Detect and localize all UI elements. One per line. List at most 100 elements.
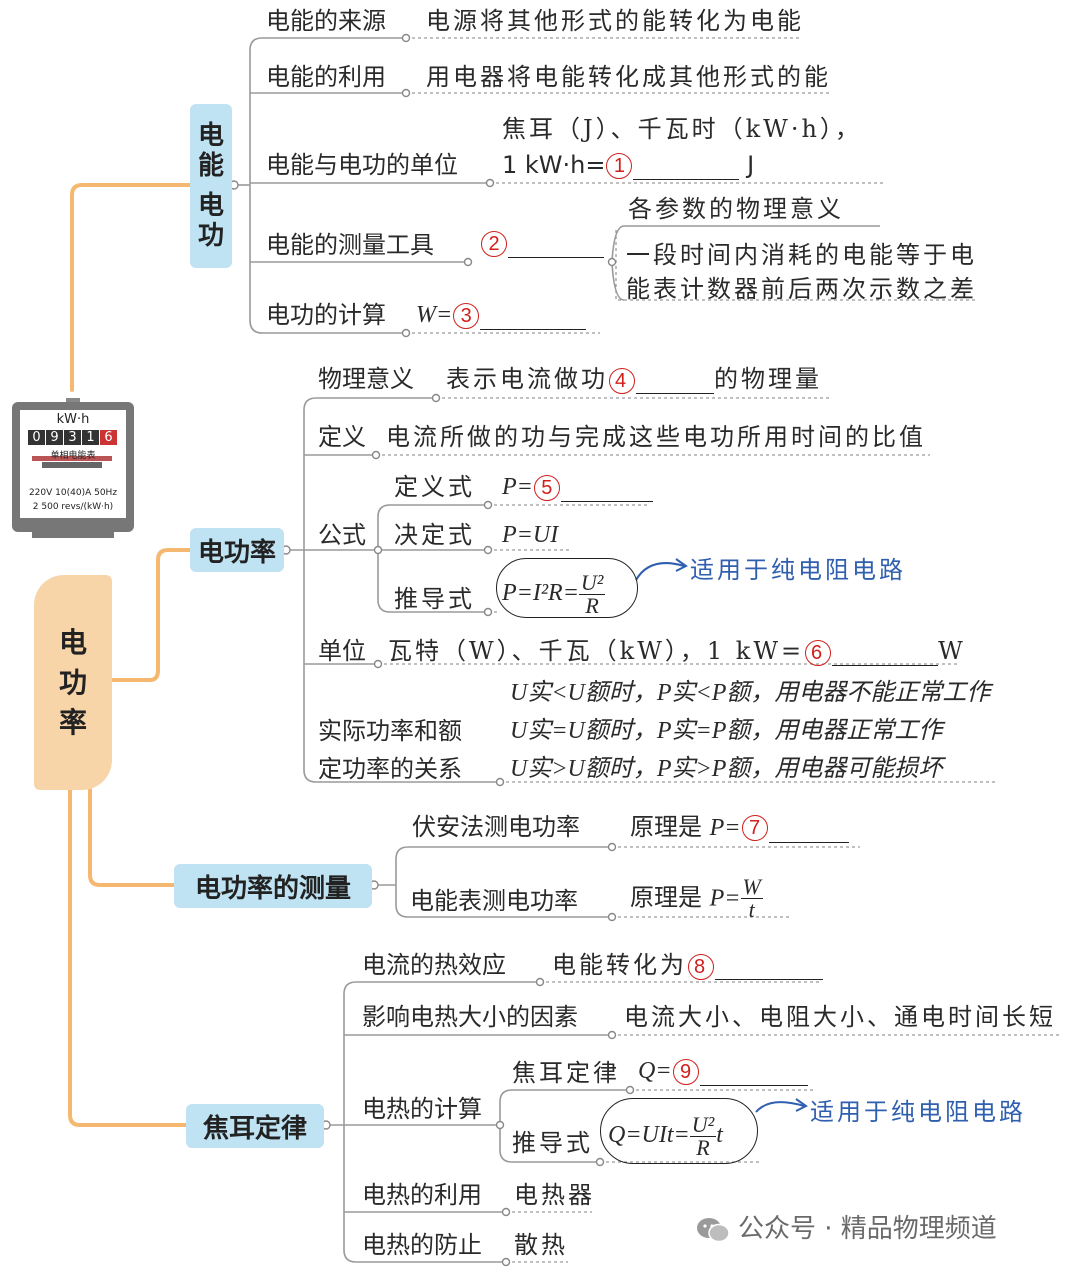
- tool-meaning-1: 一段时间内消耗的电能等于电: [626, 241, 977, 269]
- formula-3-oval: [496, 558, 638, 618]
- heat-derived-oval: [600, 1098, 758, 1164]
- heat-derived-tail: t: [716, 1122, 723, 1149]
- fraction-numerator: U²: [578, 570, 606, 595]
- energy-use-label: 电能的利用: [266, 63, 386, 91]
- blank-number-5: 5: [533, 475, 560, 502]
- meter-digit: 1: [82, 430, 99, 445]
- answer-blank: [636, 371, 714, 394]
- branch-node-energy-work: 电 能 电 功: [190, 104, 232, 268]
- formula-2-label: 决定式: [394, 521, 475, 549]
- blank-number-1: 1: [606, 153, 633, 179]
- formula-3-label: 推导式: [394, 585, 475, 613]
- tool-meaning-title: 各参数的物理意义: [628, 195, 844, 223]
- heat-use-label: 电热的利用: [362, 1181, 482, 1209]
- unit-label: 电能与电功的单位: [266, 151, 458, 179]
- unit-line-2a: 1 kW·h=: [502, 151, 606, 179]
- heat-effect-label: 电流的热效应: [362, 951, 506, 979]
- relation-2: U实=U额时，P实=P额，用电器正常工作: [510, 718, 943, 744]
- power-unit-b: W: [938, 637, 966, 665]
- meter-digit: 3: [64, 430, 81, 445]
- heat-effect-a: 电能转化为: [552, 951, 687, 979]
- formula-label: 公式: [318, 521, 366, 549]
- heat-use-value: 电热器: [514, 1181, 595, 1209]
- heat-calc-label: 电热的计算: [362, 1095, 482, 1123]
- fraction-denominator: t: [748, 897, 755, 922]
- work-calc-expr: W=: [416, 302, 453, 328]
- blank-number-8: 8: [688, 953, 714, 980]
- fraction-numerator: U²: [689, 1112, 717, 1137]
- power-meaning-a: 表示电流做功: [446, 365, 608, 393]
- blank-number-4: 4: [609, 367, 635, 394]
- answer-blank: [480, 307, 587, 330]
- fraction-denominator: R: [696, 1135, 710, 1160]
- root-char: 电: [58, 625, 87, 659]
- relation-1: U实<U额时，P实<P额，用电器不能正常工作: [510, 680, 991, 706]
- va-method-label: 伏安法测电功率: [412, 813, 580, 841]
- answer-blank: [699, 1063, 808, 1086]
- power-unit-label: 单位: [318, 637, 366, 665]
- fraction-denominator: R: [585, 593, 599, 618]
- meter-method-label: 电能表测电功率: [410, 887, 578, 915]
- electricity-meter-icon: kW·h 0 9 3 1 6 单相电能表 220V 10(40)A 50Hz 2…: [12, 382, 134, 540]
- relation-label-1: 实际功率和额: [318, 717, 462, 745]
- branch-char: 能: [197, 151, 224, 181]
- branch-char: 功: [197, 221, 224, 251]
- watermark: 公众号 · 精品物理频道: [696, 1208, 997, 1245]
- blank-number-6: 6: [805, 639, 832, 666]
- meter-unit: kW·h: [56, 412, 90, 427]
- meter-digit: 0: [28, 430, 45, 445]
- joule-law-label: 焦耳定律: [512, 1059, 620, 1087]
- answer-blank: [715, 957, 823, 980]
- answer-blank: [832, 643, 939, 666]
- relation-label-2: 定功率的关系: [318, 755, 462, 783]
- heat-prevent-label: 电热的防止: [362, 1231, 482, 1259]
- wechat-icon: [696, 1216, 730, 1244]
- energy-source-label: 电能的来源: [266, 7, 386, 35]
- heat-factor-value: 电流大小、电阻大小、通电时间长短: [624, 1003, 1056, 1031]
- power-def-value: 电流所做的功与完成这些电功所用时间的比值: [386, 423, 926, 451]
- va-method-expr: P=: [709, 815, 741, 841]
- root-char: 率: [58, 705, 87, 739]
- root-node: 电 功 率: [34, 575, 112, 790]
- fraction-numerator: W: [740, 874, 763, 899]
- root-char: 功: [58, 665, 87, 699]
- blank-number-2: 2: [481, 231, 507, 257]
- heat-factor-label: 影响电热大小的因素: [362, 1003, 578, 1031]
- answer-blank: [768, 820, 849, 843]
- tool-answer: 2: [480, 228, 604, 258]
- pure-resistance-note: 适用于纯电阻电路: [690, 556, 906, 584]
- meter-spec-2: 2 500 revs/(kW·h): [32, 502, 114, 512]
- work-calc-label: 电功的计算: [266, 301, 386, 329]
- meter-method-a: 原理是: [630, 883, 702, 912]
- formula-3-lhs: P=I²R=: [502, 580, 579, 607]
- meter-method-expr: P=: [709, 885, 741, 912]
- answer-blank: [508, 235, 604, 258]
- heat-prevent-value: 散热: [514, 1231, 568, 1259]
- energy-use-value: 用电器将电能转化成其他形式的能: [426, 63, 831, 91]
- unit-line-1: 焦耳（J）、千瓦时（kW·h），: [502, 115, 862, 143]
- answer-blank: [633, 157, 740, 180]
- blank-number-3: 3: [453, 303, 480, 330]
- meter-digit: 6: [100, 430, 117, 445]
- power-def-label: 定义: [318, 423, 366, 451]
- tool-meaning-2: 能表计数器前后两次示数之差: [626, 275, 977, 303]
- heat-derived-label: 推导式: [512, 1129, 593, 1157]
- branch-node-power-measure: 电功率的测量: [174, 864, 372, 908]
- answer-blank: [560, 479, 653, 502]
- relation-3: U实>U额时，P实>P额，用电器可能损坏: [510, 756, 943, 782]
- meter-digits: 0 9 3 1 6: [28, 430, 117, 445]
- branch-char: 电: [197, 121, 224, 151]
- formula-2-expr: P=UI: [502, 522, 559, 548]
- branch-node-joule-law: 焦耳定律: [186, 1104, 324, 1148]
- pure-resistance-note-2: 适用于纯电阻电路: [810, 1098, 1026, 1126]
- unit-line-2: 1 kW·h=1 J: [502, 150, 754, 180]
